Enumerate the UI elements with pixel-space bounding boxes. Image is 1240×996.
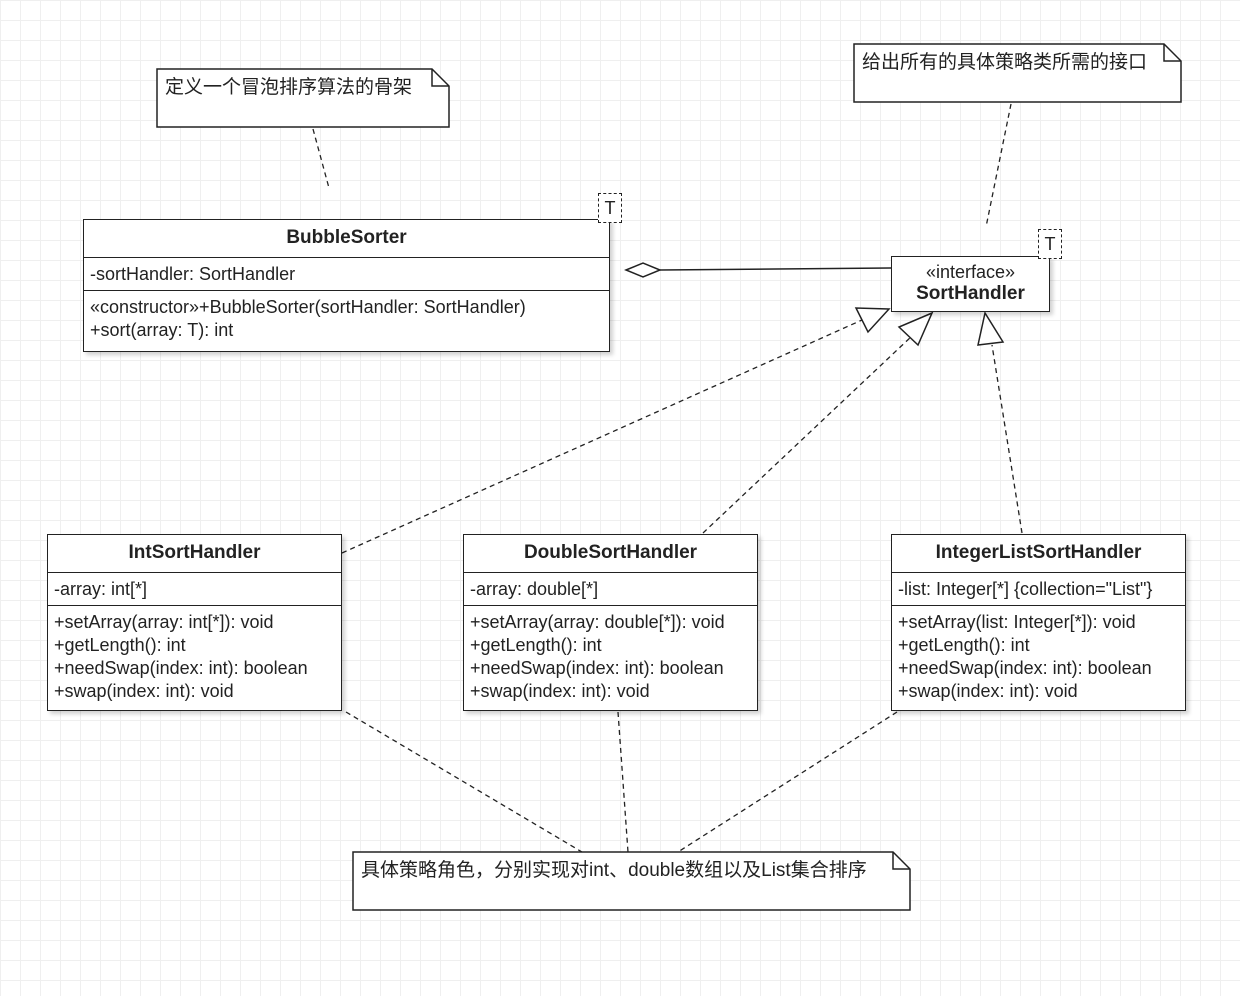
note-interface-text: 给出所有的具体策略类所需的接口 [862,52,1148,73]
realization-double[interactable] [702,311,934,534]
note-anchor-int [345,711,583,853]
operation: +needSwap(index: int): boolean [54,658,308,678]
class-int-sort-handler-attributes: -array: int[*] [48,573,341,606]
note-anchor-double [617,711,629,853]
class-bubble-sorter-name: BubbleSorter [84,220,609,258]
class-int-sort-handler[interactable]: IntSortHandler -array: int[*] +setArray(… [47,534,342,711]
operation: +setArray(array: int[*]): void [54,612,274,632]
class-int-sort-handler-operations: +setArray(array: int[*]): void +getLengt… [48,606,341,707]
class-integer-list-sort-handler-name: IntegerListSortHandler [892,535,1185,573]
class-integer-list-sort-handler-attributes: -list: Integer[*] {collection="List"} [892,573,1185,606]
operation: +getLength(): int [470,635,602,655]
class-bubble-sorter[interactable]: BubbleSorter -sortHandler: SortHandler «… [83,219,610,352]
attribute: -sortHandler: SortHandler [90,264,296,284]
realization-int[interactable] [341,307,891,554]
operation: +getLength(): int [54,635,186,655]
class-double-sort-handler-name: DoubleSortHandler [464,535,757,573]
note-anchor-interface [985,103,1012,228]
attribute: -list: Integer[*] {collection="List"} [898,579,1153,599]
operation: +needSwap(index: int): boolean [898,658,1152,678]
aggregation-link[interactable] [624,262,892,278]
template-param-bubble-sorter: T [598,193,622,223]
attribute: -array: double[*] [470,579,599,599]
realization-list[interactable] [977,311,1023,534]
operation: +sort(array: T): int [90,320,234,340]
class-bubble-sorter-attributes: -sortHandler: SortHandler [84,258,609,291]
note-bubble-text: 定义一个冒泡排序算法的骨架 [165,77,413,98]
note-anchor-list [677,711,898,853]
interface-name: SortHandler [916,283,1025,304]
template-param-sort-handler: T [1038,229,1062,259]
operation: +setArray(array: double[*]): void [470,612,725,632]
operation: +getLength(): int [898,635,1030,655]
operation: «constructor»+BubbleSorter(sortHandler: … [90,297,526,317]
class-double-sort-handler-attributes: -array: double[*] [464,573,757,606]
class-int-sort-handler-name: IntSortHandler [48,535,341,573]
operation: +setArray(list: Integer[*]): void [898,612,1136,632]
note-bubble-shape[interactable] [156,68,450,128]
class-bubble-sorter-operations: «constructor»+BubbleSorter(sortHandler: … [84,291,609,346]
interface-stereotype: «interface» [925,262,1016,282]
class-double-sort-handler-operations: +setArray(array: double[*]): void +getLe… [464,606,757,707]
operation: +swap(index: int): void [470,681,650,701]
operation: +swap(index: int): void [898,681,1078,701]
note-concrete-text: 具体策略角色，分别实现对int、double数组以及List集合排序 [361,860,867,881]
note-concrete-shape[interactable] [352,851,911,911]
operation: +needSwap(index: int): boolean [470,658,724,678]
class-double-sort-handler[interactable]: DoubleSortHandler -array: double[*] +set… [463,534,758,711]
class-integer-list-sort-handler-operations: +setArray(list: Integer[*]): void +getLe… [892,606,1185,707]
operation: +swap(index: int): void [54,681,234,701]
note-anchor-bubble [312,128,330,189]
attribute: -array: int[*] [54,579,148,599]
class-integer-list-sort-handler[interactable]: IntegerListSortHandler -list: Integer[*]… [891,534,1186,711]
interface-sort-handler[interactable]: «interface» SortHandler [891,256,1050,312]
note-interface-shape[interactable] [853,43,1182,103]
